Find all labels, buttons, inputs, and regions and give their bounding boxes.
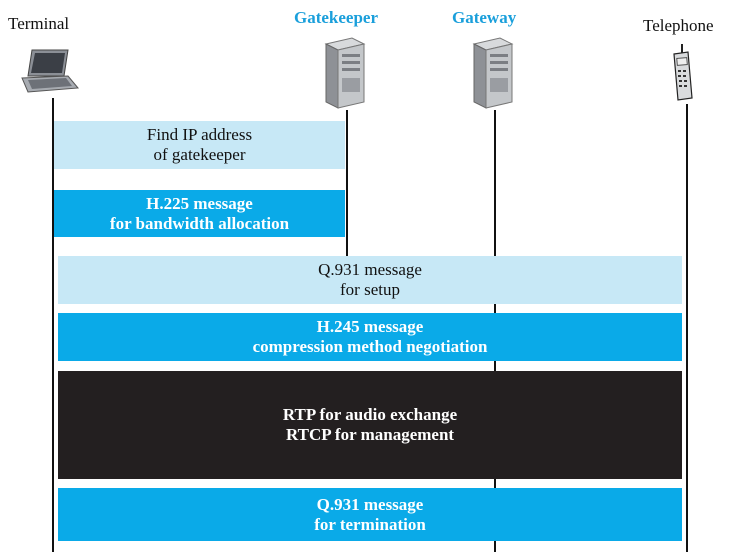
participant-label-terminal: Terminal [8, 14, 70, 33]
message-rtp-rtcp: RTP for audio exchange RTCP for manageme… [58, 371, 682, 479]
message-line: for bandwidth allocation [109, 213, 290, 233]
server-tower-icon [472, 37, 514, 109]
laptop-icon [21, 49, 80, 93]
message-line: compression method negotiation [252, 337, 488, 356]
message-find-gatekeeper: Find IP address of gatekeeper [54, 121, 345, 169]
message-line: RTCP for management [285, 425, 455, 444]
message-line: H.225 message [146, 193, 253, 213]
lifeline-terminal [52, 98, 54, 552]
server-tower-icon [324, 37, 366, 109]
message-h245: H.245 message compression method negotia… [58, 313, 682, 361]
lifeline-gatekeeper [346, 110, 348, 256]
message-line: Q.931 message [316, 494, 424, 514]
participant-label-gatekeeper: Gatekeeper [294, 8, 379, 27]
message-line: H.245 message [316, 317, 424, 336]
lifeline-telephone [686, 104, 688, 552]
message-q931-setup: Q.931 message for setup [58, 256, 682, 304]
message-line: for termination [314, 514, 426, 534]
mobile-phone-icon [673, 44, 693, 101]
message-h225: H.225 message for bandwidth allocation [54, 190, 345, 237]
message-line: of gatekeeper [153, 145, 246, 164]
message-line: Q.931 message [318, 260, 422, 279]
participant-label-gateway: Gateway [452, 8, 517, 27]
message-q931-termination: Q.931 message for termination [58, 488, 682, 541]
message-line: for setup [340, 280, 400, 299]
message-line: RTP for audio exchange [282, 405, 458, 424]
participant-label-telephone: Telephone [643, 16, 714, 35]
message-line: Find IP address [146, 125, 253, 144]
